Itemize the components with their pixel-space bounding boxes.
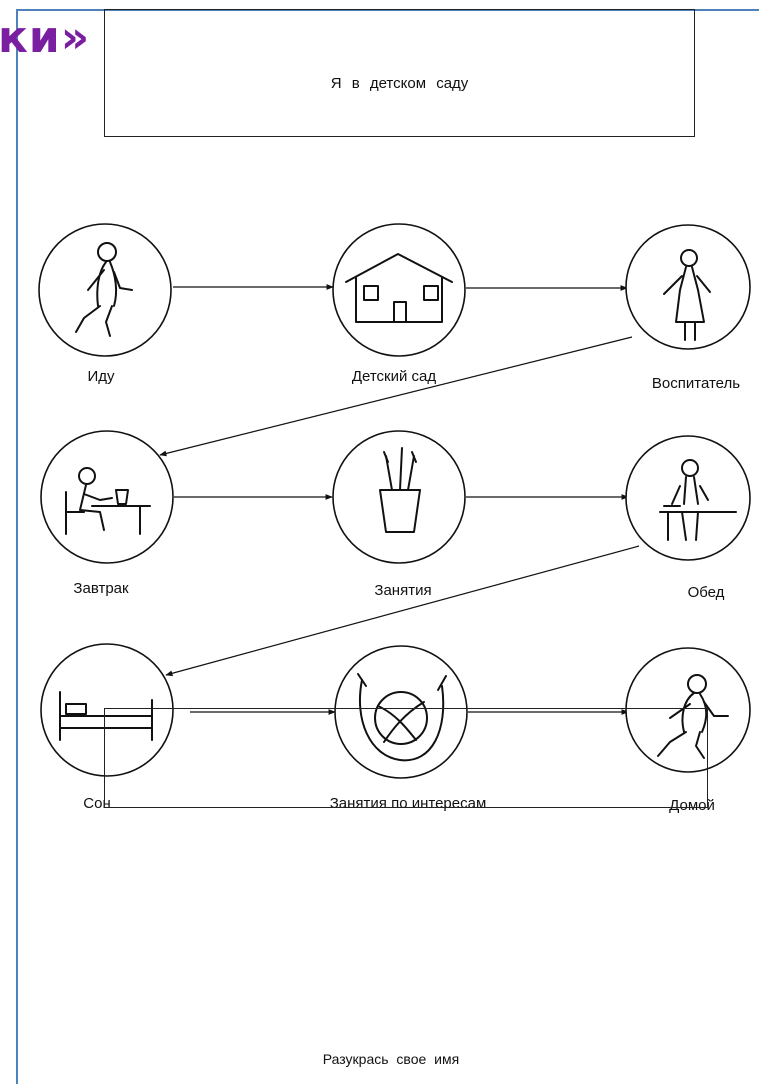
- step-circle-lunch: [625, 435, 751, 561]
- caption-home: Домой: [669, 797, 715, 814]
- caption-walk: Иду: [87, 368, 115, 385]
- step-circle-sleep: [40, 643, 174, 777]
- caption-lunch: Обед: [687, 584, 725, 601]
- connector-arrows: [159, 284, 640, 715]
- breakfast-icon: [65, 467, 151, 535]
- brushes-cup-icon: [379, 447, 421, 533]
- footer-caption: Разукрась свое имя: [322, 1051, 460, 1067]
- arrow-6-7: [165, 545, 640, 677]
- arrow-3-4: [159, 336, 633, 457]
- step-circle-classes: [332, 430, 466, 564]
- title-box: Я в детском саду: [104, 9, 695, 137]
- step-circle-kindergarten: [332, 223, 466, 357]
- caption-sleep: Сон: [83, 795, 111, 812]
- name-coloring-box: [104, 708, 708, 808]
- going-home-icon: [657, 674, 729, 759]
- bed-icon: [59, 691, 153, 741]
- teacher-icon: [663, 249, 711, 341]
- corner-title: ки»: [0, 12, 91, 63]
- page-frame: [16, 9, 759, 1084]
- caption-breakfast: Завтрак: [73, 580, 129, 597]
- step-circle-home: [625, 647, 751, 773]
- lunch-icon: [659, 459, 737, 541]
- walking-person-icon: [75, 242, 133, 337]
- house-icon: [345, 253, 453, 323]
- caption-kindergarten: Детский сад: [351, 368, 437, 385]
- step-circle-walk: [38, 223, 172, 357]
- caption-teacher: Воспитатель: [651, 375, 741, 392]
- step-circle-breakfast: [40, 430, 174, 564]
- caption-classes: Занятия: [374, 582, 432, 599]
- title-text: Я в детском саду: [330, 75, 469, 92]
- step-circle-teacher: [625, 224, 751, 350]
